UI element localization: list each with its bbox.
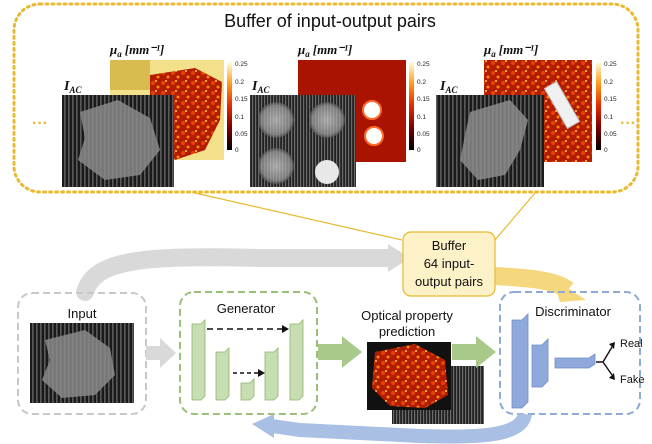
buffer-box-line1: Buffer <box>432 238 467 253</box>
real-label: Real <box>620 338 643 350</box>
buffer-box <box>402 231 496 297</box>
mua-label-2: μa[mm⁻¹] <box>297 42 352 59</box>
cb1-tick-3: 0.1 <box>235 114 244 121</box>
cb2-tick-4: 0.05 <box>417 131 430 138</box>
mua-label-1: μa[mm⁻¹] <box>109 42 164 59</box>
colorbar-ticks-2: 0.25 0.2 0.15 0.1 0.05 0 <box>417 61 430 154</box>
colorbar-2 <box>409 62 414 150</box>
cb3-tick-0: 0.25 <box>604 61 617 68</box>
colorbar-ticks-1: 0.25 0.2 0.15 0.1 0.05 0 <box>235 61 248 154</box>
disc-block-2 <box>531 338 549 388</box>
output-branch <box>596 346 613 376</box>
disc-block-3 <box>554 353 596 369</box>
colorbar-1 <box>227 62 232 150</box>
buffer-link-right <box>494 192 536 241</box>
cb2-tick-1: 0.2 <box>417 79 426 86</box>
left-ellipsis: ··· <box>32 115 48 132</box>
colorbar-ticks-3: 0.25 0.2 0.15 0.1 0.05 0 <box>604 61 617 154</box>
buffer-panel-title: Buffer of input-output pairs <box>224 11 436 31</box>
cb2-tick-3: 0.1 <box>417 114 426 121</box>
cb2-tick-5: 0 <box>417 147 421 154</box>
prediction-label-line1: Optical property <box>361 308 453 323</box>
iac-image-2-disc-b <box>309 102 345 138</box>
colorbar-3 <box>596 62 601 150</box>
feedback-arrowhead <box>252 414 274 438</box>
buffer-pair-3: μa[mm⁻¹] IAC <box>436 42 601 187</box>
right-ellipsis: ··· <box>620 115 636 132</box>
iac-label-1: IAC <box>63 79 82 95</box>
skip-connection-inner-head <box>258 369 265 377</box>
mua-map-3-probe <box>543 80 581 130</box>
cb1-tick-4: 0.05 <box>235 131 248 138</box>
input-image-tissue <box>42 330 115 398</box>
cb1-tick-1: 0.2 <box>235 79 244 86</box>
mua-label-3: μa[mm⁻¹] <box>483 42 538 59</box>
generator-block <box>179 291 318 415</box>
output-branch-real-head <box>609 342 615 349</box>
buffer-link-left <box>194 192 403 241</box>
buffer-box-line2: 64 input- <box>424 256 475 271</box>
input-to-discriminator-arrowhead <box>388 244 410 272</box>
iac-label-3: IAC <box>439 79 458 95</box>
iac-label-2: IAC <box>251 79 270 95</box>
gen-bar-4 <box>264 347 279 401</box>
gen-bar-2 <box>215 347 230 401</box>
skip-connection-outer-head <box>282 325 289 333</box>
cb2-tick-2: 0.15 <box>417 96 430 103</box>
input-to-generator-arrow <box>146 338 176 368</box>
buffer-box-line3: output pairs <box>415 274 483 289</box>
buffer-pair-1: μa[mm⁻¹] IAC <box>62 42 232 187</box>
discriminator-label: Discriminator <box>535 304 612 319</box>
buffer-pair-2: μa[mm⁻¹] IAC <box>250 42 414 187</box>
cb1-tick-0: 0.25 <box>235 61 248 68</box>
cb1-tick-5: 0 <box>235 147 239 154</box>
input-to-discriminator-arrow <box>76 248 399 301</box>
iac-image-2-disc-d <box>315 160 339 184</box>
generator-to-prediction-arrow <box>318 336 362 368</box>
buffer-panel-border <box>12 2 640 194</box>
gen-bar-3 <box>240 378 255 401</box>
cb3-tick-1: 0.2 <box>604 79 613 86</box>
cb2-tick-0: 0.25 <box>417 61 430 68</box>
generator-bars <box>191 319 304 401</box>
buffer-to-discriminator-arrowhead <box>552 278 586 302</box>
prediction-map-tissue <box>372 344 448 408</box>
iac-image-1-tissue <box>78 100 160 180</box>
iac-image-2-disc-a <box>258 102 294 138</box>
mua-map-1-dark <box>110 60 150 90</box>
iac-image-3-tissue <box>460 100 528 180</box>
discriminator-to-generator-feedback-arrow <box>271 412 532 444</box>
prediction-label-line2: prediction <box>379 324 435 339</box>
gen-bar-1 <box>191 319 206 401</box>
cb3-tick-3: 0.1 <box>604 114 613 121</box>
disc-block-1 <box>511 313 529 409</box>
gen-bar-5 <box>289 319 304 401</box>
mua-map-2-disc-b <box>364 126 384 146</box>
cb1-tick-2: 0.15 <box>235 96 248 103</box>
cb3-tick-4: 0.05 <box>604 131 617 138</box>
iac-image-2-disc-c <box>258 148 294 184</box>
prediction-to-discriminator-arrow <box>452 336 496 368</box>
discriminator-blocks <box>511 313 596 409</box>
fake-label: Fake <box>620 374 644 386</box>
output-branch-fake-head <box>609 373 615 380</box>
cb3-tick-5: 0 <box>604 147 608 154</box>
discriminator-block <box>499 291 641 415</box>
mua-map-2-disc-a <box>362 100 382 120</box>
cb3-tick-2: 0.15 <box>604 96 617 103</box>
input-label: Input <box>68 306 97 321</box>
generator-label: Generator <box>217 301 276 316</box>
